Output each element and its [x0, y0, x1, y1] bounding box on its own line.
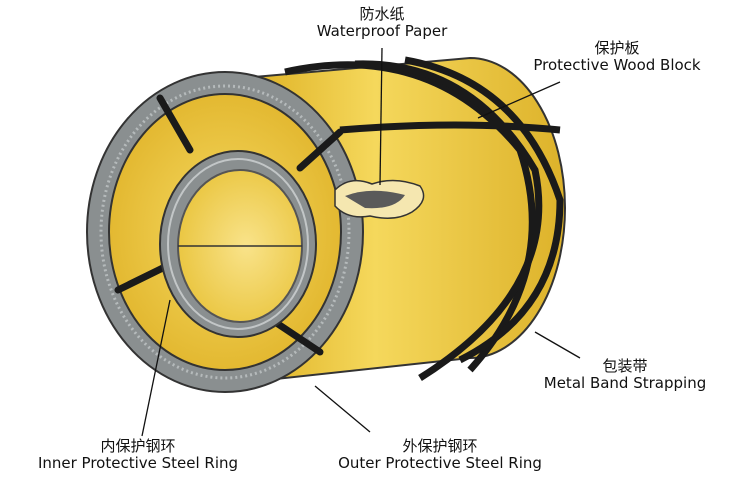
label-metal-band-strapping: 包装带 Metal Band Strapping [506, 357, 744, 393]
label-waterproof-paper: 防水纸 Waterproof Paper [262, 5, 502, 41]
label-inner-ring-cn: 内保护钢环 [100, 437, 176, 455]
label-protective-wood-block: 保护板 Protective Wood Block [492, 39, 742, 75]
label-band-en: Metal Band Strapping [543, 374, 707, 393]
label-band-cn: 包装带 [602, 357, 648, 375]
label-outer-steel-ring: 外保护钢环 Outer Protective Steel Ring [300, 437, 580, 473]
metal-bands [284, 56, 564, 381]
label-inner-steel-ring: 内保护钢环 Inner Protective Steel Ring [0, 437, 276, 473]
leader-lines [141, 47, 581, 437]
label-inner-ring-en: Inner Protective Steel Ring [37, 454, 239, 473]
label-wood-block-cn: 保护板 [594, 39, 640, 57]
label-waterproof-paper-cn: 防水纸 [359, 5, 405, 23]
label-waterproof-paper-en: Waterproof Paper [316, 22, 448, 41]
label-wood-block-en: Protective Wood Block [533, 56, 701, 75]
label-outer-ring-en: Outer Protective Steel Ring [338, 454, 542, 473]
label-outer-ring-cn: 外保护钢环 [402, 437, 478, 455]
